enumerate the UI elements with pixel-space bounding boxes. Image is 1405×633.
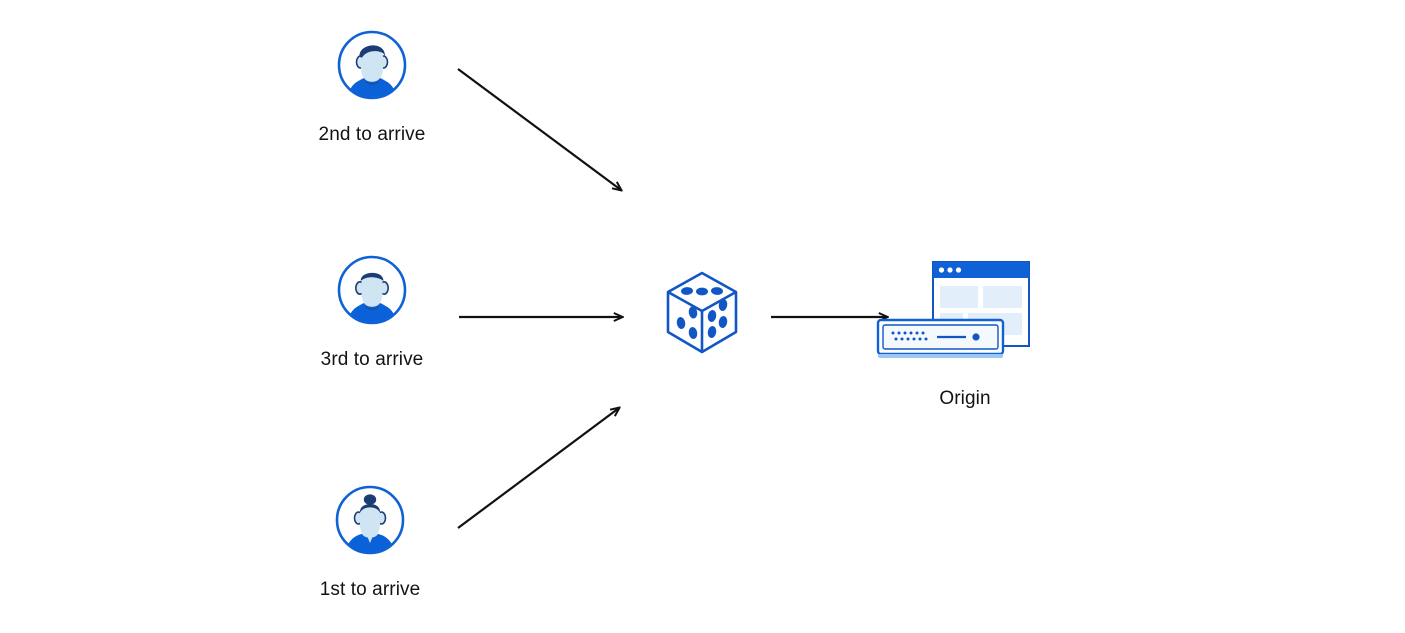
client-node-3rd[interactable]: 3rd to arrive [292, 251, 452, 372]
origin-node[interactable]: Origin [865, 258, 1065, 411]
origin-server-icon [865, 258, 1065, 371]
client-node-1st[interactable]: 1st to arrive [290, 481, 450, 602]
arrow-2nd-to-dice [457, 68, 621, 190]
origin-label: Origin [939, 388, 991, 409]
client-node-2nd[interactable]: 2nd to arrive [292, 26, 452, 147]
dice-node[interactable] [657, 265, 747, 370]
client-label-2nd: 2nd to arrive [318, 124, 426, 145]
client-label-3rd: 3rd to arrive [320, 349, 424, 370]
client-label-1st: 1st to arrive [319, 579, 421, 600]
user-avatar-icon [331, 481, 409, 564]
user-avatar-icon [333, 251, 411, 334]
dice-icon [657, 265, 747, 370]
arrow-1st-to-dice [457, 408, 619, 529]
server-device [876, 318, 1005, 358]
user-avatar-icon [333, 26, 411, 109]
